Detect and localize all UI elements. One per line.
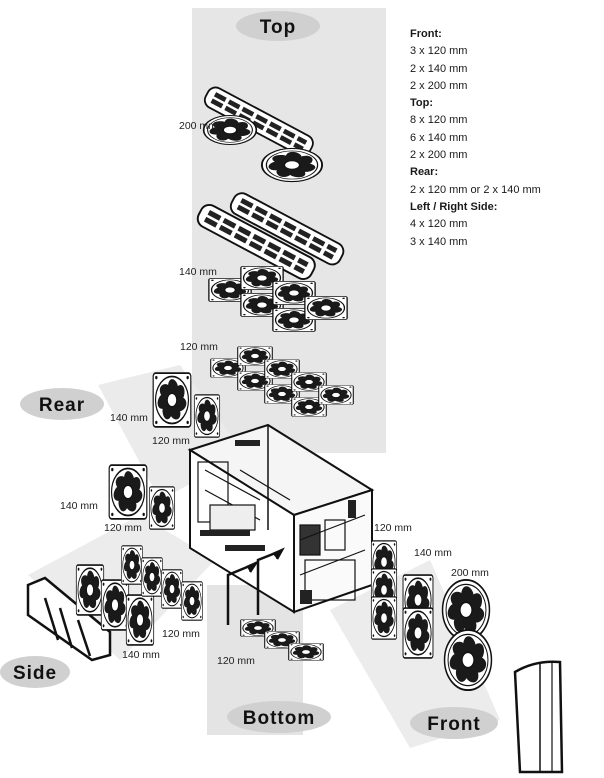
spec-item: 8 x 120 mm [410, 114, 468, 127]
size-label-rear-120-b: 120 mm [104, 522, 142, 534]
zone-label-side: Side [0, 656, 70, 688]
size-label-bottom-120: 120 mm [217, 655, 255, 667]
front-panel [513, 660, 564, 774]
size-label-top-120: 120 mm [180, 341, 218, 353]
fan-support-spec-list: Front: 3 x 120 mm 2 x 140 mm 2 x 200 mm … [410, 26, 600, 251]
front-120mm-fans [370, 540, 398, 640]
size-label-side-140: 140 mm [122, 649, 160, 661]
size-label-top-140: 140 mm [179, 266, 217, 278]
side-fan-bracket [26, 576, 112, 662]
rear-120mm-fan-a [193, 394, 221, 438]
spec-heading-rear: Rear: [410, 166, 439, 179]
spec-item: 4 x 120 mm [410, 218, 468, 231]
spec-item: 6 x 140 mm [410, 131, 468, 144]
size-label-rear-140-a: 140 mm [110, 412, 148, 424]
spec-item: 3 x 120 mm [410, 45, 468, 58]
size-labels: 200 mm 140 mm 120 mm 140 mm 120 mm 140 m… [60, 120, 489, 667]
size-label-front-200: 200 mm [451, 567, 489, 579]
zone-label-rear-text: Rear [39, 395, 85, 416]
size-label-rear-140-b: 140 mm [60, 500, 98, 512]
front-140mm-fans [402, 574, 434, 659]
spec-heading-front: Front: [410, 28, 442, 40]
case-chassis [187, 423, 375, 614]
zone-label-side-text: Side [13, 663, 57, 684]
zone-label-bottom-text: Bottom [243, 708, 315, 729]
spec-heading-side: Left / Right Side: [410, 200, 498, 213]
zone-label-bottom: Bottom [227, 701, 331, 733]
bottom-airflow-arrows [226, 547, 285, 625]
zone-label-front: Front [410, 707, 498, 739]
size-label-side-120: 120 mm [162, 628, 200, 640]
zone-label-front-text: Front [427, 714, 481, 735]
size-label-top-200: 200 mm [179, 120, 217, 132]
spec-heading-top: Top: [410, 97, 434, 110]
size-label-rear-120-a: 120 mm [152, 435, 190, 447]
zone-label-top-text: Top [260, 17, 296, 38]
spec-item: 2 x 200 mm [410, 79, 468, 92]
spec-item: 2 x 120 mm or 2 x 140 mm [410, 183, 541, 196]
size-label-front-140: 140 mm [414, 547, 452, 559]
zone-label-top: Top [236, 11, 320, 41]
rear-140mm-fan-a [152, 372, 192, 428]
zone-label-rear: Rear [20, 388, 104, 420]
rear-120mm-fan-b [148, 486, 176, 530]
rear-140mm-fan-b [108, 464, 148, 520]
spec-item: 2 x 200 mm [410, 149, 468, 162]
spec-item: 2 x 140 mm [410, 62, 468, 75]
size-label-front-120: 120 mm [374, 522, 412, 534]
spec-item: 3 x 140 mm [410, 235, 468, 248]
